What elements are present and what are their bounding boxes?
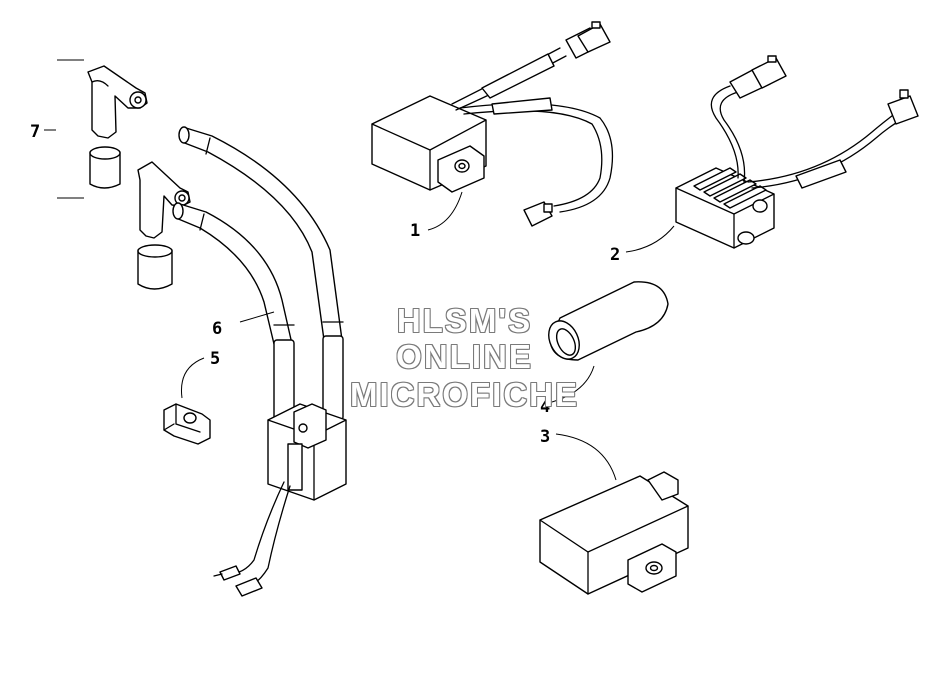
leader-6	[239, 311, 275, 323]
callout-5: 5	[210, 349, 220, 369]
callout-3: 3	[540, 427, 550, 447]
watermark-line-2: ONLINE	[396, 338, 533, 375]
part-4-sleeve	[548, 281, 669, 361]
part-2-regulator	[675, 55, 919, 249]
watermark-line-3: MICROFICHE	[350, 376, 579, 413]
leader-2	[625, 225, 675, 253]
watermark-line-1: HLSM'S	[396, 302, 533, 339]
callout-1: 1	[410, 221, 420, 241]
callout-6: 6	[212, 319, 222, 339]
leader-4	[551, 365, 595, 403]
callout-2: 2	[610, 245, 620, 265]
part-3-module	[539, 471, 689, 595]
part-7-spark-plug-boots	[44, 59, 191, 290]
callout-4: 4	[540, 397, 550, 417]
part-5-clip	[163, 403, 211, 445]
part-1-cdi-box	[371, 21, 614, 227]
leader-5	[180, 357, 205, 399]
leader-1	[427, 191, 463, 231]
callout-7: 7	[30, 122, 40, 142]
part-6-ignition-coil	[172, 126, 347, 597]
leader-3	[555, 433, 617, 481]
